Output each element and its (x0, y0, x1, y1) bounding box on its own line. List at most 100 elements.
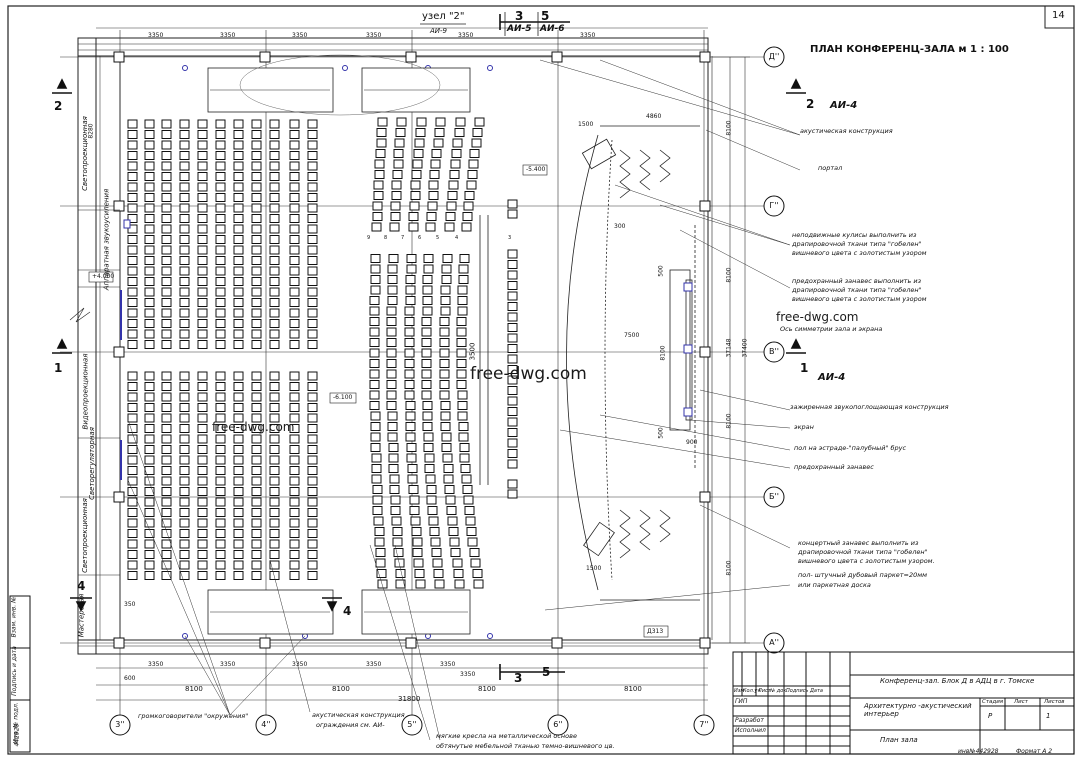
seat (144, 203, 155, 213)
seat (307, 256, 318, 265)
seat (251, 130, 262, 139)
seat (414, 569, 425, 578)
seat (127, 487, 138, 496)
seat (215, 245, 226, 255)
seat (269, 340, 280, 349)
seat (179, 560, 190, 570)
seat (144, 256, 155, 265)
seat (456, 359, 467, 368)
seat (507, 199, 518, 209)
seat (387, 264, 398, 274)
seat (422, 306, 433, 316)
seat (507, 365, 518, 374)
seat (370, 443, 381, 452)
seat (370, 254, 381, 263)
seat (127, 203, 138, 213)
seat (161, 140, 172, 150)
seat (161, 203, 172, 213)
seat (421, 390, 432, 400)
seat (215, 340, 226, 349)
seat (369, 359, 380, 368)
seat (179, 203, 190, 213)
seat (458, 432, 469, 442)
seat (251, 382, 262, 391)
seat (421, 327, 432, 337)
seat (307, 539, 318, 549)
dim-bottom: 3350 (220, 661, 236, 668)
dim-bottom-large: 8100 (185, 685, 203, 693)
seat (179, 319, 190, 328)
seat (423, 443, 434, 452)
seat (428, 516, 439, 526)
seat (127, 287, 138, 297)
room-label: Мастерская (77, 593, 86, 638)
seat (251, 560, 262, 570)
seat (144, 371, 155, 381)
seat (144, 424, 155, 433)
seat (456, 317, 467, 326)
seat (289, 560, 300, 570)
seat (251, 287, 262, 297)
seat (307, 266, 318, 276)
seat (197, 571, 208, 580)
seat (424, 453, 435, 463)
seat (161, 497, 172, 507)
seat (269, 182, 280, 192)
row-number: 8 (384, 235, 388, 241)
seat (307, 455, 318, 465)
seat (390, 495, 401, 505)
tb-role: ГИП (735, 698, 748, 705)
seat (179, 539, 190, 549)
seat (375, 558, 386, 568)
seat (289, 371, 300, 381)
seat (179, 550, 190, 559)
dim-right-total: 37148 (725, 338, 733, 358)
seat (457, 285, 468, 295)
seat (507, 407, 518, 416)
seat (127, 319, 138, 328)
seat (387, 411, 398, 421)
seat (161, 298, 172, 307)
seat (127, 193, 138, 202)
callout-text: пол- штучный дубовый паркет=20мм (798, 571, 928, 579)
seat (463, 495, 474, 505)
seat (251, 172, 262, 181)
seat (507, 281, 518, 290)
seat (307, 497, 318, 507)
seat (179, 151, 190, 160)
seat (161, 182, 172, 192)
seat (307, 319, 318, 328)
seat (197, 455, 208, 465)
seat (370, 432, 381, 442)
dim-bottom-large: 8100 (624, 685, 642, 693)
seat (454, 579, 465, 589)
dim-bottom-total: 31800 (398, 695, 421, 703)
seat (233, 277, 244, 286)
seat (369, 338, 380, 347)
sheet-number: 14 (1052, 10, 1065, 21)
callout-text: мягкие кресла на металлической основе (436, 732, 577, 740)
seat (215, 140, 226, 150)
seat (179, 214, 190, 223)
seat (251, 413, 262, 423)
seat (251, 235, 262, 244)
seat (289, 298, 300, 307)
seat (179, 119, 190, 129)
seat (197, 476, 208, 486)
seat (439, 317, 450, 326)
seat (395, 128, 406, 137)
seat (374, 537, 385, 547)
seat (197, 235, 208, 244)
seat (469, 149, 480, 158)
seat (425, 474, 436, 484)
seat (307, 392, 318, 402)
seat (127, 130, 138, 139)
dim-inner: 8100 (659, 345, 667, 361)
seat (127, 455, 138, 465)
seat (465, 516, 476, 526)
seat (127, 308, 138, 318)
seat (233, 308, 244, 318)
seat (215, 308, 226, 318)
seat (233, 497, 244, 507)
seat (127, 392, 138, 402)
